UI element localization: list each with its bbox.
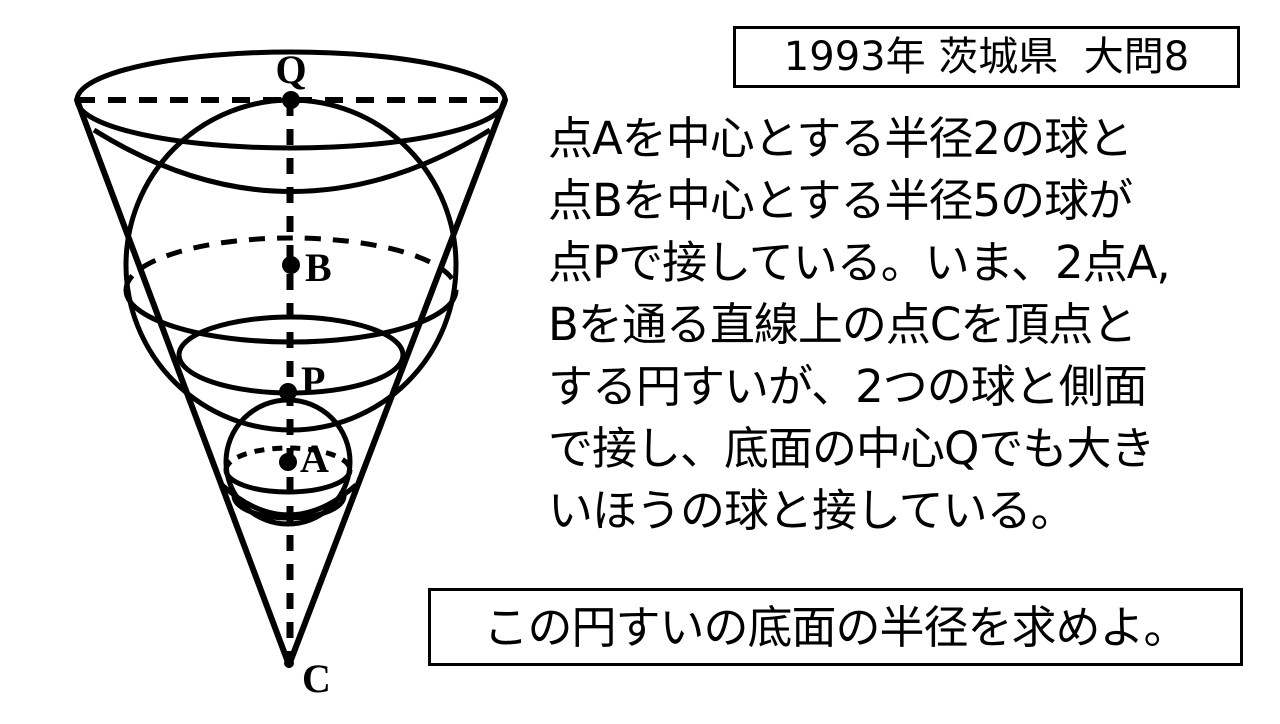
point-c-dot bbox=[284, 658, 294, 668]
cone-right-slant bbox=[286, 97, 508, 668]
label-p: P bbox=[301, 358, 325, 403]
point-b-dot bbox=[282, 256, 300, 274]
question-text: この円すいの底面の半径を求めよ。 bbox=[483, 600, 1188, 654]
problem-line: する円すいが、2つの球と側面 bbox=[548, 360, 1148, 413]
sphere-a-equator-back bbox=[223, 445, 353, 471]
point-a-dot bbox=[279, 453, 297, 471]
geometry-figure: Q B P A C bbox=[0, 0, 540, 720]
problem-line: Bを通る直線上の点Cを頂点と bbox=[548, 298, 1137, 351]
problem-line: 点Aを中心とする半径2の球と bbox=[548, 112, 1133, 165]
label-a: A bbox=[300, 436, 329, 481]
problem-line: 点Pで接している。いま、2点A, bbox=[548, 236, 1171, 289]
label-c: C bbox=[302, 656, 331, 701]
cone-spheres-diagram: Q B P A C bbox=[74, 47, 508, 701]
question-box: この円すいの底面の半径を求めよ。 bbox=[428, 588, 1243, 666]
problem-title-box: 1993年 茨城県 大問8 bbox=[733, 26, 1240, 88]
problem-statement: 点Aを中心とする半径2の球と 点Bを中心とする半径5の球が 点Pで接している。い… bbox=[548, 108, 1248, 542]
problem-line: いほうの球と接している。 bbox=[548, 484, 1076, 537]
label-q: Q bbox=[275, 47, 306, 92]
problem-line: 点Bを中心とする半径5の球が bbox=[548, 174, 1133, 227]
label-b: B bbox=[305, 245, 332, 290]
problem-line: で接し、底面の中心Qでも大き bbox=[548, 422, 1155, 475]
cone-left-slant bbox=[74, 97, 292, 668]
point-p-dot bbox=[279, 383, 297, 401]
sphere-b-equator-back bbox=[123, 235, 459, 291]
problem-title-text: 1993年 茨城県 大問8 bbox=[783, 34, 1190, 80]
point-q-dot bbox=[282, 91, 300, 109]
